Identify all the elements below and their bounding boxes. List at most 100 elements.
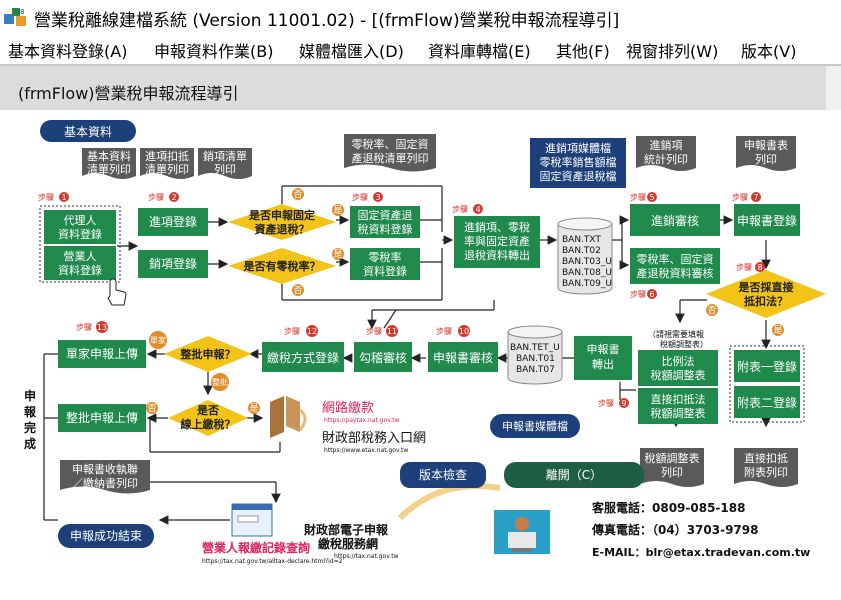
decision-zero-rate: 是否有零稅率？	[228, 248, 336, 284]
svg-text:版本檢查: 版本檢查	[419, 467, 467, 482]
fixed-asset-refund-register-button[interactable]: 固定資產退 稅資料登錄	[350, 206, 420, 238]
svg-text:https://tax.nat.gov.tw/alltax-: https://tax.nat.gov.tw/alltax-declare.ht…	[202, 558, 343, 565]
svg-text:申報成功結束: 申報成功結束	[70, 529, 142, 543]
report-export-button[interactable]: 申報書 轉出	[574, 336, 632, 380]
title-bar: U8 營業稅離線建檔系統 (Version 11001.02) - [(frmF…	[0, 0, 841, 34]
step-label: 步驟	[38, 193, 54, 202]
menu-filing-data[interactable]: 申報資料作業(B)	[154, 42, 274, 61]
svg-text:2: 2	[171, 193, 176, 202]
svg-text:資料登錄: 資料登錄	[58, 227, 102, 241]
svg-text:／繳納書列印: ／繳納書列印	[72, 476, 138, 490]
doc-io-stats-print[interactable]: 進銷項 統計列印	[636, 136, 696, 171]
svg-text:率與固定資產: 率與固定資產	[464, 234, 530, 248]
svg-text:8: 8	[757, 263, 762, 272]
svg-text:抵扣法？: 抵扣法？	[744, 294, 788, 308]
flow-chart: 基本資料 基本資料 清單列印 進項扣抵 清單列印 銷項清單 列印 零稅率、固定資…	[24, 120, 826, 565]
hand-cursor-icon	[107, 278, 127, 306]
svg-text:步驟: 步驟	[366, 327, 382, 336]
step-13-badge	[96, 321, 108, 333]
svg-text:稅額調整表）: 稅額調整表）	[660, 339, 708, 349]
media-files-box[interactable]: 進銷項媒體檔 零稅率銷售額檔 固定資產退稅檔	[530, 138, 626, 188]
payment-method-register-button[interactable]: 繳稅方式登錄	[262, 342, 344, 372]
exit-button[interactable]: 離開（C）	[504, 462, 644, 488]
svg-text:列印: 列印	[755, 152, 777, 166]
svg-text:步驟: 步驟	[284, 327, 300, 336]
user-at-computer-icon	[494, 510, 550, 554]
menu-window-arrange[interactable]: 視窗排列(W)	[626, 42, 719, 61]
batch-badge	[211, 373, 229, 391]
doc-basic-list-print[interactable]: 基本資料 清單列印	[82, 148, 136, 179]
single-badge	[149, 331, 167, 349]
svg-text:12: 12	[307, 327, 317, 336]
svg-text:步驟: 步驟	[598, 399, 614, 408]
cross-check-review-button[interactable]: 勾稽審核	[354, 342, 412, 372]
app-logo-icon: U8	[4, 8, 26, 26]
doc-receipt-print[interactable]: 申報書收執聯 ／繳納書列印	[60, 460, 150, 494]
child-window-title-bar: (frmFlow)營業稅申報流程導引	[0, 66, 826, 110]
svg-text:是否採直接: 是否採直接	[738, 280, 794, 294]
svg-text:13: 13	[97, 323, 107, 332]
attachment-1-register-button[interactable]: 附表一登錄	[734, 350, 800, 382]
svg-text:步驟: 步驟	[630, 193, 646, 202]
report-review-button[interactable]: 申報書審核	[428, 342, 498, 372]
doc-input-deduction-print[interactable]: 進項扣抵 清單列印	[140, 148, 194, 179]
menu-version[interactable]: 版本(V)	[741, 42, 797, 61]
ratio-tax-adjust-button[interactable]: 比例法 稅額調整表	[638, 350, 718, 386]
report-register-button[interactable]: 申報書登錄	[734, 204, 800, 236]
svg-text:步驟: 步驟	[736, 263, 752, 272]
svg-text:申報書審核: 申報書審核	[433, 350, 493, 365]
doc-direct-attachment-print[interactable]: 直接扣抵 附表列印	[734, 448, 798, 487]
svg-text:進銷項媒體檔: 進銷項媒體檔	[545, 141, 611, 155]
svg-text:是: 是	[773, 325, 782, 336]
zero-rate-fixed-review-button[interactable]: 零稅率、固定資 產退稅資料審核	[630, 248, 720, 284]
svg-text:銷項清單: 銷項清單	[203, 149, 247, 163]
menu-database-transfer[interactable]: 資料庫轉檔(E)	[428, 42, 531, 61]
data-transfer-out-button[interactable]: 進銷項、零稅 率與固定資產 退稅資料轉出	[454, 216, 540, 268]
svg-text:步驟: 步驟	[148, 193, 164, 202]
svg-text:列印: 列印	[214, 162, 236, 176]
zero-rate-register-button[interactable]: 零稅率 資料登錄	[350, 248, 420, 280]
tax-portal-link[interactable]: 財政部稅務入口網	[322, 431, 426, 446]
doc-report-print[interactable]: 申報書表 列印	[736, 136, 796, 171]
version-check-button[interactable]: 版本檢查	[400, 462, 486, 488]
doc-output-list-print[interactable]: 銷項清單 列印	[198, 148, 252, 179]
business-record-query-link[interactable]: 營業人報繳記錄查詢	[202, 540, 310, 555]
menu-media-import[interactable]: 媒體檔匯入(D)	[299, 42, 404, 61]
svg-text:步驟: 步驟	[452, 205, 468, 214]
svg-text:進銷項: 進銷項	[650, 138, 683, 152]
business-data-register-button[interactable]: 營業人 資料登錄	[44, 246, 116, 280]
attachments-group	[729, 345, 805, 423]
svg-text:https://tax.nat.gov.tw: https://tax.nat.gov.tw	[334, 553, 399, 560]
yes-badge	[248, 402, 260, 414]
etax-service-link[interactable]: 財政部電子申報	[303, 522, 389, 537]
menu-other[interactable]: 其他(F)	[556, 42, 610, 61]
filing-success-end-button[interactable]: 申報成功結束	[58, 524, 154, 548]
step-8-badge	[755, 262, 765, 272]
svg-text:資產退稅？: 資產退稅？	[255, 222, 310, 236]
doc-zero-rate-fixed-print[interactable]: 零稅率、固定資 產退稅清單列印	[344, 134, 436, 172]
output-register-button[interactable]: 銷項登錄	[138, 250, 208, 278]
direct-tax-adjust-button[interactable]: 直接扣抵法 稅額調整表	[638, 388, 718, 424]
step-1-badge	[59, 192, 69, 202]
input-register-button[interactable]: 進項登錄	[138, 208, 208, 236]
doc-tax-adjust-print[interactable]: 稅額調整表 列印	[640, 448, 704, 487]
online-payment-link[interactable]: 網路繳款	[322, 400, 374, 416]
menu-basic-data[interactable]: 基本資料登錄(A)	[8, 42, 128, 61]
support-fax: 傳真電話：（04）3703-9798	[591, 522, 758, 537]
browser-window-icon	[231, 503, 273, 537]
batch-filing-upload-button[interactable]: 整批申報上傳	[58, 404, 146, 432]
svg-text:3: 3	[375, 193, 380, 202]
svg-text:離開（C）: 離開（C）	[546, 468, 602, 482]
svg-text:整批: 整批	[212, 377, 228, 387]
io-review-button[interactable]: 進銷審核	[630, 204, 720, 236]
report-media-file-button[interactable]: 申報書媒體檔	[490, 414, 580, 438]
attachment-2-register-button[interactable]: 附表二登錄	[734, 386, 800, 418]
svg-text:7: 7	[753, 193, 758, 202]
no-badge	[292, 284, 304, 296]
single-filing-upload-button[interactable]: 單家申報上傳	[58, 340, 146, 368]
svg-text:繳稅方式登錄: 繳稅方式登錄	[267, 350, 339, 365]
basic-data-pill[interactable]	[40, 120, 136, 142]
agent-data-register-button[interactable]: 代理人 資料登錄	[44, 210, 116, 244]
svg-text:資料登錄: 資料登錄	[363, 264, 407, 278]
step-2-badge	[169, 192, 179, 202]
